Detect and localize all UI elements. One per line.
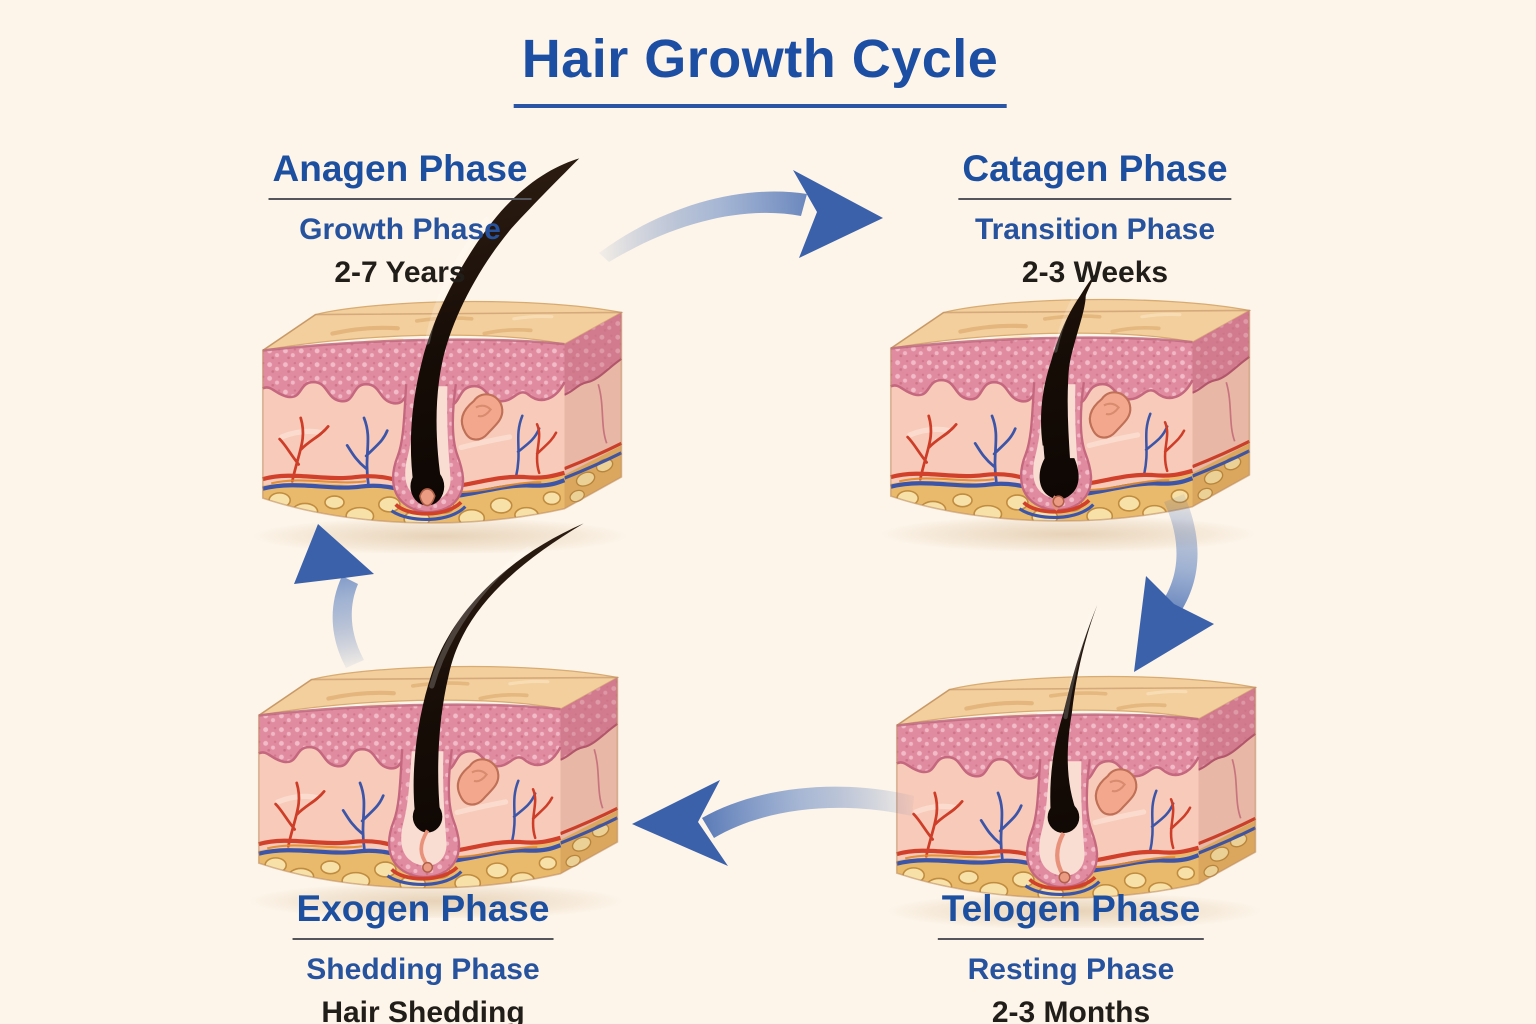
catagen-subtitle: Transition Phase bbox=[974, 213, 1216, 246]
anagen-hair-icon bbox=[410, 158, 580, 507]
anagen-skin-illustration bbox=[250, 158, 630, 553]
page-title-text: Hair Growth Cycle bbox=[513, 28, 1007, 108]
catagen-skin-illustration bbox=[878, 268, 1258, 551]
telogen-duration: 2-3 Months bbox=[991, 996, 1151, 1024]
label-telogen: Telogen Phase Resting Phase 2-3 Months bbox=[937, 888, 1205, 1024]
exogen-skin-illustration bbox=[246, 523, 626, 918]
arrow-exogen-to-anagen bbox=[294, 524, 374, 668]
telogen-hair-icon bbox=[1047, 605, 1098, 884]
telogen-name: Telogen Phase bbox=[937, 888, 1205, 940]
arrow-telogen-to-exogen bbox=[632, 780, 914, 866]
arrow-catagen-to-telogen bbox=[1134, 494, 1214, 672]
anagen-subtitle: Growth Phase bbox=[299, 213, 501, 246]
catagen-duration: 2-3 Weeks bbox=[1021, 256, 1169, 289]
catagen-hair-icon bbox=[1039, 268, 1100, 511]
exogen-hair-icon bbox=[412, 523, 584, 873]
anagen-duration: 2-7 Years bbox=[334, 256, 466, 289]
telogen-skin-illustration bbox=[884, 605, 1264, 928]
exogen-name: Exogen Phase bbox=[292, 888, 554, 940]
exogen-subtitle: Shedding Phase bbox=[306, 953, 540, 986]
anagen-name: Anagen Phase bbox=[268, 148, 532, 200]
label-anagen: Anagen Phase Growth Phase 2-7 Years bbox=[268, 148, 532, 290]
label-catagen: Catagen Phase Transition Phase 2-3 Weeks bbox=[958, 148, 1232, 290]
page-title: Hair Growth Cycle bbox=[513, 28, 1007, 108]
catagen-name: Catagen Phase bbox=[958, 148, 1232, 200]
arrow-anagen-to-catagen bbox=[599, 170, 883, 262]
exogen-duration: Hair Shedding bbox=[321, 996, 525, 1024]
telogen-subtitle: Resting Phase bbox=[967, 953, 1175, 986]
label-exogen: Exogen Phase Shedding Phase Hair Sheddin… bbox=[292, 888, 554, 1024]
